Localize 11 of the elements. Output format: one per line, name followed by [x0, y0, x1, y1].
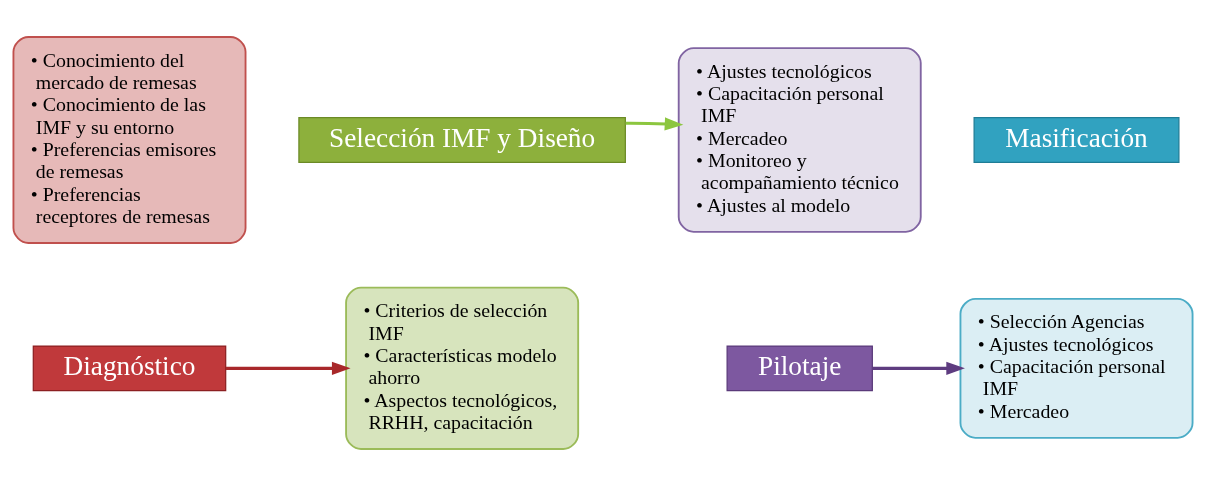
arrow — [625, 116, 684, 130]
arrow — [872, 361, 965, 375]
node-box: Masificación — [973, 116, 1180, 163]
node-box: • Conocimiento del mercado de remesas • Conocimiento de las IMF y su entorno • Preferencias emisores de remesas • Preferencias receptores de remesas — [12, 35, 247, 244]
node-box: Pilotaje — [726, 344, 873, 391]
node-box: • Selección Agencias • Ajustes tecnológicos • Capacitación personal IMF • Mercadeo — [959, 297, 1194, 439]
node-box: • Ajustes tecnológicos • Capacitación personal IMF • Mercadeo • Monitoreo y acompañamiento técnico • Ajustes al modelo — [677, 46, 922, 233]
arrow — [225, 361, 351, 375]
node-box: • Criterios de selección IMF • Características modelo ahorro • Aspectos tecnológicos, RRHH, capacitación — [345, 286, 580, 450]
node-box: Diagnóstico — [32, 344, 227, 391]
node-box: Selección IMF y Diseño — [298, 116, 626, 163]
